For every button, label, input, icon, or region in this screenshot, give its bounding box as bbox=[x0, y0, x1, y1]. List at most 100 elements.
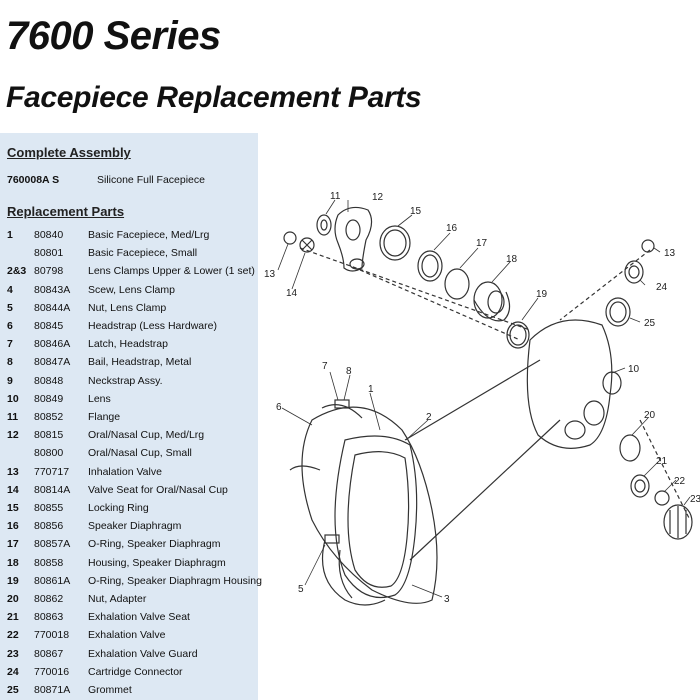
part-description: Latch, Headstrap bbox=[88, 338, 168, 351]
item-number: 7 bbox=[7, 338, 13, 351]
part-description: Nut, Adapter bbox=[88, 593, 147, 605]
item-number: 5 bbox=[7, 301, 13, 314]
item-number: 23 bbox=[7, 647, 19, 660]
exploded-parts-diagram: 11 12 15 16 17 18 19 13 14 13 24 25 10 2… bbox=[264, 191, 700, 606]
item-number: 18 bbox=[7, 556, 19, 569]
callout-12: 12 bbox=[372, 192, 384, 203]
page-subtitle: Facepiece Replacement Parts bbox=[6, 81, 422, 114]
part-number: 80861A bbox=[34, 574, 71, 587]
part-number: 760008A S bbox=[7, 174, 60, 186]
item-number: 1 bbox=[7, 229, 13, 241]
callout-6: 6 bbox=[276, 402, 282, 413]
part-description: Basic Facepiece, Med/Lrg bbox=[88, 229, 210, 241]
page-title: 7600 Series bbox=[6, 14, 221, 58]
callout-18: 18 bbox=[506, 254, 518, 265]
callout-16: 16 bbox=[446, 223, 458, 234]
part-number: 80857A bbox=[34, 538, 71, 551]
item-number: 8 bbox=[7, 356, 13, 369]
part-description: Exhalation Valve bbox=[88, 629, 166, 642]
item-number: 16 bbox=[7, 520, 19, 533]
part-description: Oral/Nasal Cup, Med/Lrg bbox=[88, 429, 205, 442]
part-description: Grommet bbox=[88, 684, 132, 696]
part-number: 770717 bbox=[34, 465, 70, 478]
part-number: 80852 bbox=[34, 411, 64, 423]
part-number: 80863 bbox=[34, 611, 64, 624]
item-number: 13 bbox=[7, 465, 19, 478]
part-number: 80862 bbox=[34, 593, 64, 605]
parts-list-panel bbox=[0, 133, 258, 700]
part-number: 80840 bbox=[34, 229, 64, 241]
callout-1: 1 bbox=[368, 384, 374, 395]
item-number: 14 bbox=[7, 483, 19, 496]
callout-13-right: 13 bbox=[664, 248, 676, 259]
callout-24: 24 bbox=[656, 282, 668, 293]
item-number: 20 bbox=[7, 593, 19, 605]
part-description: Exhalation Valve Seat bbox=[88, 611, 190, 624]
item-number: 21 bbox=[7, 611, 19, 624]
part-number: 80843A bbox=[34, 283, 71, 296]
part-number: 80871A bbox=[34, 684, 71, 696]
part-number: 80847A bbox=[34, 356, 71, 369]
item-number: 15 bbox=[7, 502, 19, 514]
part-description: Housing, Speaker Diaphragm bbox=[88, 556, 226, 569]
item-number: 4 bbox=[7, 283, 13, 296]
part-description: Lens bbox=[88, 392, 111, 405]
item-number: 22 bbox=[7, 629, 19, 642]
item-number: 6 bbox=[7, 320, 13, 332]
replacement-parts-heading: Replacement Parts bbox=[7, 204, 125, 219]
part-number: 80800 bbox=[34, 447, 64, 460]
part-number: 80801 bbox=[34, 247, 64, 260]
part-description: Oral/Nasal Cup, Small bbox=[88, 447, 192, 460]
item-number: 19 bbox=[7, 574, 19, 587]
part-description: Neckstrap Assy. bbox=[88, 374, 163, 387]
part-description: Lens Clamps Upper & Lower (1 set) bbox=[88, 265, 255, 278]
part-number: 80849 bbox=[34, 392, 64, 405]
part-description: Headstrap (Less Hardware) bbox=[88, 320, 217, 332]
part-number: 80844A bbox=[34, 301, 71, 314]
callout-5: 5 bbox=[298, 584, 304, 595]
callout-20: 20 bbox=[644, 410, 656, 421]
callout-13: 13 bbox=[264, 269, 276, 280]
complete-assembly-heading: Complete Assembly bbox=[7, 145, 131, 160]
part-number: 80846A bbox=[34, 338, 71, 351]
item-number: 11 bbox=[7, 411, 19, 423]
part-description: O-Ring, Speaker Diaphragm bbox=[88, 538, 221, 551]
callout-7: 7 bbox=[322, 361, 328, 372]
part-description: Exhalation Valve Guard bbox=[88, 647, 198, 660]
callout-25: 25 bbox=[644, 318, 656, 329]
callout-11: 11 bbox=[330, 191, 341, 202]
part-description: Locking Ring bbox=[88, 502, 149, 514]
item-number: 10 bbox=[7, 392, 19, 405]
part-description: Valve Seat for Oral/Nasal Cup bbox=[88, 483, 228, 496]
callout-14: 14 bbox=[286, 288, 298, 299]
item-number: 24 bbox=[7, 665, 19, 678]
callout-2: 2 bbox=[426, 412, 432, 423]
part-description: Bail, Headstrap, Metal bbox=[88, 356, 192, 369]
part-description: Scew, Lens Clamp bbox=[88, 283, 175, 296]
part-description: Nut, Lens Clamp bbox=[88, 301, 167, 314]
part-description: Speaker Diaphragm bbox=[88, 520, 182, 533]
part-description: Inhalation Valve bbox=[88, 465, 162, 478]
item-number: 9 bbox=[7, 374, 13, 387]
callout-17: 17 bbox=[476, 238, 488, 249]
item-number: 25 bbox=[7, 684, 19, 696]
item-number: 12 bbox=[7, 429, 19, 442]
part-number: 80856 bbox=[34, 520, 64, 533]
callout-19: 19 bbox=[536, 289, 548, 300]
callout-10: 10 bbox=[628, 364, 640, 375]
part-description: O-Ring, Speaker Diaphragm Housing bbox=[88, 574, 262, 587]
item-number: 2&3 bbox=[7, 265, 27, 278]
part-number: 80867 bbox=[34, 647, 64, 660]
callout-22: 22 bbox=[674, 476, 686, 487]
part-number: 80845 bbox=[34, 320, 64, 332]
part-number: 80855 bbox=[34, 502, 64, 514]
part-number: 80814A bbox=[34, 483, 71, 496]
part-number: 80858 bbox=[34, 556, 64, 569]
callout-23: 23 bbox=[690, 494, 700, 505]
part-number: 80848 bbox=[34, 374, 64, 387]
part-number: 80798 bbox=[34, 265, 64, 278]
part-number: 770016 bbox=[34, 665, 70, 678]
part-description: Silicone Full Facepiece bbox=[97, 174, 205, 186]
part-description: Flange bbox=[88, 411, 121, 423]
callout-3: 3 bbox=[444, 594, 450, 605]
